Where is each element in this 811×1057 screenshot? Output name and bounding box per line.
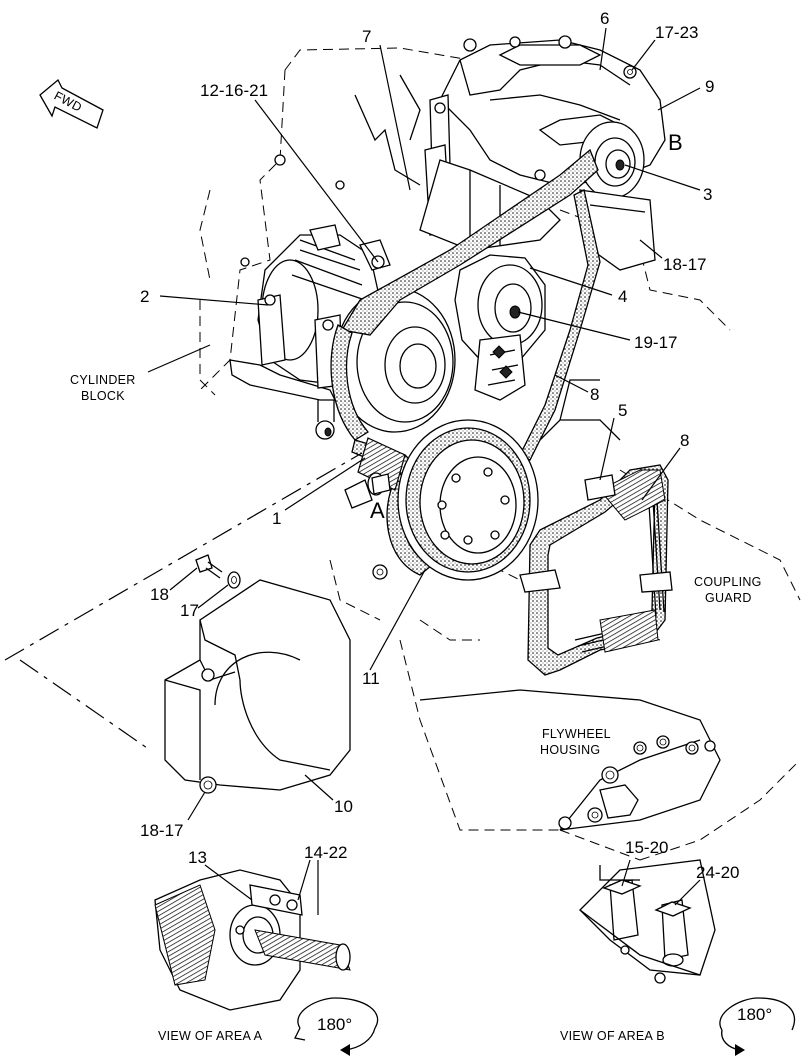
explode-lines bbox=[4, 452, 363, 751]
engine-bolts bbox=[240, 154, 391, 580]
rotation-arrow-a-icon bbox=[294, 997, 379, 1056]
callout-5: 5 bbox=[618, 401, 627, 420]
note-cylinder-block-line2: BLOCK bbox=[81, 389, 125, 403]
callout-1: 1 bbox=[272, 509, 281, 528]
callouts: 7 6 17-23 9 12-16-21 3 18-17 2 4 19-17 8… bbox=[140, 9, 739, 882]
callout-4: 4 bbox=[618, 287, 627, 306]
callout-3: 3 bbox=[703, 185, 712, 204]
note-cylinder-block-line1: CYLINDER bbox=[70, 373, 136, 387]
pulley-cover bbox=[164, 579, 351, 794]
callout-2: 2 bbox=[140, 287, 149, 306]
leader-lines bbox=[147, 27, 701, 915]
forward-arrow-icon: FWD bbox=[39, 78, 104, 129]
callout-6: 6 bbox=[600, 9, 609, 28]
mounting-bracket bbox=[419, 144, 561, 251]
note-coupling-guard-line1: COUPLING bbox=[694, 575, 762, 589]
view-area-b-rotation: 180° bbox=[737, 1005, 772, 1024]
callout-18: 18 bbox=[150, 585, 169, 604]
view-labels: VIEW OF AREA A 180° VIEW OF AREA B 180° bbox=[158, 1005, 772, 1043]
callout-15-20: 15-20 bbox=[625, 838, 668, 857]
compressor bbox=[429, 35, 666, 271]
area-marker-a: A bbox=[370, 498, 385, 523]
note-flywheel-housing-line1: FLYWHEEL bbox=[542, 727, 611, 741]
callout-17-23: 17-23 bbox=[655, 23, 698, 42]
note-coupling-guard-line2: GUARD bbox=[705, 591, 752, 605]
callout-13: 13 bbox=[188, 848, 207, 867]
callout-18-17-bottom: 18-17 bbox=[140, 821, 183, 840]
flywheel-bolts bbox=[558, 735, 716, 830]
flywheel-housing-outline bbox=[419, 689, 721, 831]
callout-12-16-21: 12-16-21 bbox=[200, 81, 268, 100]
callout-8-mid: 8 bbox=[590, 385, 599, 404]
callout-18-17-top: 18-17 bbox=[663, 255, 706, 274]
rotation-arrow-b-icon bbox=[719, 997, 796, 1056]
callout-11: 11 bbox=[362, 669, 380, 688]
view-area-a-detail bbox=[154, 869, 351, 1011]
notes: CYLINDER BLOCK COUPLING GUARD FLYWHEEL H… bbox=[70, 373, 762, 757]
callout-8-right: 8 bbox=[680, 431, 689, 450]
note-flywheel-housing-line2: HOUSING bbox=[540, 743, 600, 757]
coupling-guard bbox=[519, 464, 673, 676]
view-area-a-label: VIEW OF AREA A bbox=[158, 1029, 263, 1043]
view-area-b-label: VIEW OF AREA B bbox=[560, 1029, 665, 1043]
callout-17: 17 bbox=[180, 601, 199, 620]
view-area-a-rotation: 180° bbox=[317, 1015, 352, 1034]
belt-tensioner bbox=[454, 254, 546, 401]
area-marker-b: B bbox=[668, 130, 683, 155]
callout-7: 7 bbox=[362, 27, 371, 46]
callout-9: 9 bbox=[705, 77, 714, 96]
callout-10: 10 bbox=[334, 797, 353, 816]
callout-19-17: 19-17 bbox=[634, 333, 677, 352]
callout-14-22: 14-22 bbox=[304, 843, 347, 862]
callout-24-20: 24-20 bbox=[696, 863, 739, 882]
view-area-b-detail bbox=[579, 859, 716, 984]
bolt-and-washer bbox=[195, 554, 241, 589]
crankshaft-pulley bbox=[397, 419, 539, 581]
